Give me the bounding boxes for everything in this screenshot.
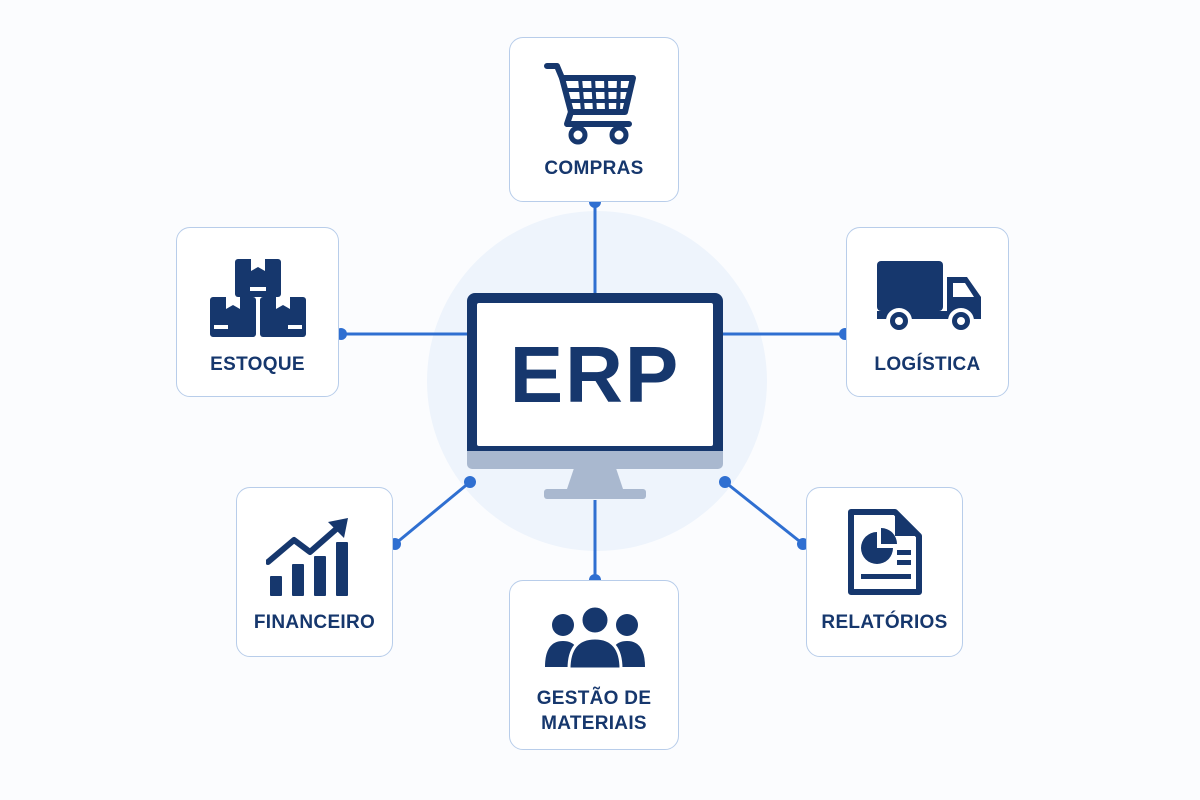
module-label-financeiro: FINANCEIRO [253, 612, 376, 633]
connector-financeiro [394, 480, 471, 546]
module-label-compras: COMPRAS [544, 158, 644, 179]
module-label-gestao-line2: MATERIAIS [541, 713, 647, 734]
connector-dot-relatorios-hub [719, 476, 731, 488]
boxes-icon [210, 259, 306, 337]
module-label-logistica: LOGÍSTICA [874, 354, 981, 375]
monitor-stand-foot [544, 489, 646, 499]
monitor-stand-neck [567, 469, 623, 489]
module-relatorios[interactable]: RELATÓRIOS [806, 487, 963, 657]
truck-icon [877, 261, 981, 334]
module-label-relatorios: RELATÓRIOS [821, 612, 948, 633]
module-logistica[interactable]: LOGÍSTICA [846, 227, 1009, 397]
connector-relatorios [724, 480, 804, 546]
module-label-gestao-line1: GESTÃO DE [536, 688, 652, 709]
monitor-screen-frame: ERP [467, 293, 723, 451]
connector-dot-financeiro-hub [464, 476, 476, 488]
module-label-estoque: ESTOQUE [210, 354, 305, 375]
module-financeiro[interactable]: FINANCEIRO [236, 487, 393, 657]
erp-monitor: ERP [467, 293, 723, 508]
monitor-screen: ERP [477, 303, 713, 446]
module-estoque[interactable]: ESTOQUE [176, 227, 339, 397]
team-people-icon [545, 605, 645, 671]
module-gestao-de-materiais[interactable]: GESTÃO DE MATERIAIS [509, 580, 679, 750]
erp-title: ERP [509, 329, 681, 419]
report-document-icon [848, 509, 922, 595]
monitor-bezel [467, 451, 723, 469]
shopping-cart-icon [544, 63, 636, 145]
module-compras[interactable]: COMPRAS [509, 37, 679, 202]
growth-chart-icon [266, 518, 348, 596]
